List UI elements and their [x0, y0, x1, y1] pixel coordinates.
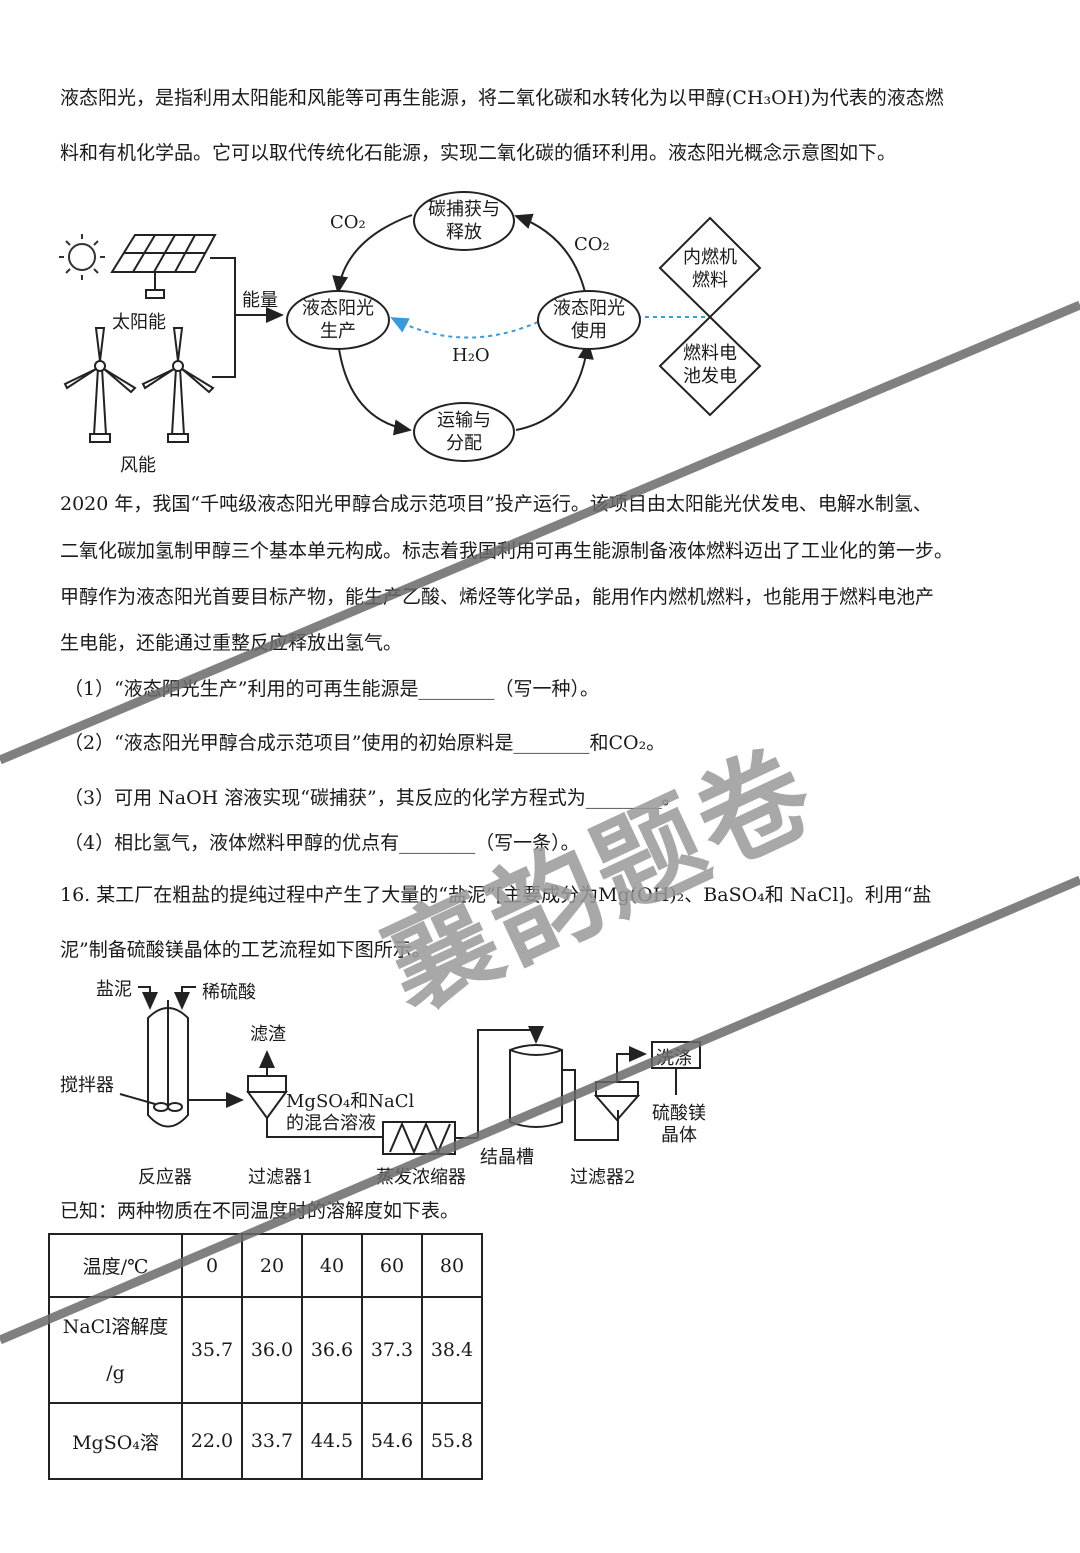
h2o-label: H₂O: [452, 345, 490, 366]
salt-mud-label: 盐泥: [96, 979, 132, 1000]
row-label-cell: MgSO₄溶: [48, 1402, 183, 1480]
question-4: （4）相比氢气，液体燃料甲醇的优点有________（写一条）。: [64, 832, 580, 854]
value-cell: 22.0: [181, 1402, 243, 1480]
known-line: 已知：两种物质在不同温度时的溶解度如下表。: [60, 1200, 460, 1222]
solar-label: 太阳能: [112, 312, 166, 333]
product-label: 硫酸镁晶体: [652, 1103, 706, 1146]
stirrer-label: 搅拌器: [60, 1075, 114, 1096]
reactor-label: 反应器: [138, 1167, 192, 1188]
temp-cell: 60: [361, 1233, 423, 1298]
value-cell: 36.6: [301, 1296, 363, 1404]
value-cell: 44.5: [301, 1402, 363, 1480]
sun-icon: [59, 234, 105, 280]
value-cell: 36.0: [241, 1296, 303, 1404]
p2020-line-1: 2020 年，我国“千吨级液态阳光甲醇合成示范项目”投产运行。该项目由太阳能光伏…: [60, 493, 932, 515]
filter-2-label: 过滤器2: [570, 1167, 636, 1188]
solubility-table: 温度/℃ 0 20 40 60 80 NaCl溶解度/g 35.7 36.0 3…: [48, 1233, 483, 1480]
node-transport: 运输与分配: [413, 402, 515, 462]
reactor-vessel: [147, 1007, 189, 1128]
co2-right-label: CO₂: [574, 234, 610, 255]
node-carbon-capture: 碳捕获与释放: [413, 191, 515, 251]
p2020-line-3: 甲醇作为液态阳光首要目标产物，能生产乙酸、烯烃等化学品，能用作内燃机燃料，也能用…: [60, 586, 935, 608]
intro-line-1: 液态阳光，是指利用太阳能和风能等可再生能源，将二氧化碳和水转化为以甲醇(CH₃O…: [60, 87, 944, 109]
question-3: （3）可用 NaOH 溶液实现“碳捕获”，其反应的化学方程式为________。: [64, 787, 681, 809]
energy-label: 能量: [242, 290, 278, 311]
table-row: MgSO₄溶 22.0 33.7 44.5 54.6 55.8: [48, 1402, 483, 1480]
value-cell: 37.3: [361, 1296, 423, 1404]
value-cell: 33.7: [241, 1402, 303, 1480]
table-row: 温度/℃ 0 20 40 60 80: [48, 1233, 483, 1298]
temp-cell: 80: [421, 1233, 483, 1298]
wind-turbine-icon: [63, 327, 137, 443]
co2-left-label: CO₂: [330, 212, 366, 233]
temp-cell: 0: [181, 1233, 243, 1298]
intro-line-2: 料和有机化学品。它可以取代传统化石能源，实现二氧化碳的循环利用。液态阳光概念示意…: [60, 142, 897, 164]
value-cell: 38.4: [421, 1296, 483, 1404]
wind-label: 风能: [120, 455, 156, 476]
node-usage: 液态阳光使用: [537, 290, 641, 350]
temp-cell: 20: [241, 1233, 303, 1298]
value-cell: 54.6: [361, 1402, 423, 1480]
node-production: 液态阳光生产: [286, 290, 390, 350]
value-cell: 55.8: [421, 1402, 483, 1480]
crystallizer-label: 结晶槽: [480, 1147, 534, 1168]
value-cell: 35.7: [181, 1296, 243, 1404]
dilute-acid-label: 稀硫酸: [202, 982, 256, 1003]
temp-cell: 40: [301, 1233, 363, 1298]
filter-1-label: 过滤器1: [248, 1167, 314, 1188]
liquid-sunshine-diagram: [59, 213, 762, 443]
question-1: （1）“液态阳光生产”利用的可再生能源是________（写一种）。: [64, 678, 600, 700]
fuel-cell-diamond: [658, 315, 762, 417]
question-16-line-2: 泥”制备硫酸镁晶体的工艺流程如下图所示。: [60, 939, 431, 961]
wind-turbine-icon: [141, 327, 215, 443]
question-16-line-1: 16. 某工厂在粗盐的提纯过程中产生了大量的“盐泥”[主要成分为Mg(OH)₂、…: [60, 884, 932, 906]
p2020-line-4: 生电能，还能通过重整反应释放出氢气。: [60, 632, 403, 654]
residue-label: 滤渣: [250, 1024, 286, 1045]
engine-fuel-label: 内燃机燃料: [683, 247, 737, 291]
solar-panel-icon: [110, 234, 217, 299]
fuel-cell-label: 燃料电池发电: [683, 343, 737, 387]
question-2: （2）“液态阳光甲醇合成示范项目”使用的初始原料是________和CO₂。: [64, 732, 666, 754]
